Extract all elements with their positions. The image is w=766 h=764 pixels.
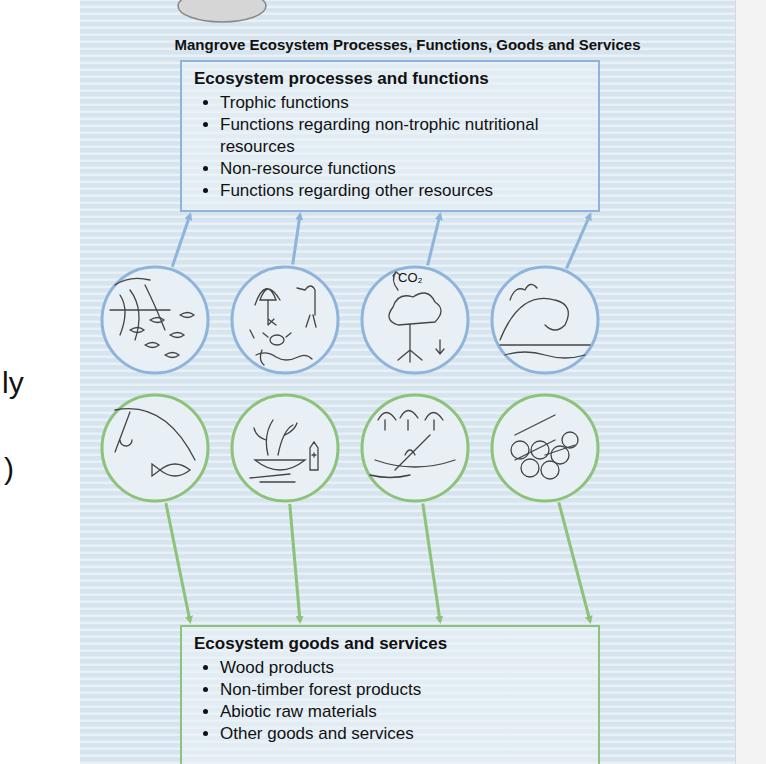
bullet-list: Trophic functionsFunctions regarding non… <box>194 92 588 202</box>
flow-arrow <box>172 215 190 267</box>
bullet-list: Wood productsNon-timber forest productsA… <box>194 657 588 745</box>
functions-box: Ecosystem processes and functionsTrophic… <box>180 60 600 212</box>
cut-off-text: ly <box>2 366 24 400</box>
co2-label: CO₂ <box>398 270 423 285</box>
bullet-item: Non-timber forest products <box>220 679 588 701</box>
flow-arrow <box>166 503 190 621</box>
bullet-item: Non-resource functions <box>220 158 588 180</box>
box-heading: Ecosystem processes and functions <box>194 68 588 90</box>
services-box: Ecosystem goods and servicesWood product… <box>180 625 600 764</box>
box-heading: Ecosystem goods and services <box>194 633 588 655</box>
bullet-item: Trophic functions <box>220 92 588 114</box>
bullet-item: Functions regarding other resources <box>220 180 588 202</box>
cut-off-text: ) <box>4 452 14 486</box>
flow-arrow <box>428 215 440 265</box>
flow-arrow <box>567 215 590 268</box>
flow-arrow <box>290 504 300 621</box>
flow-arrow <box>559 502 590 621</box>
diagram-title: Mangrove Ecosystem Processes, Functions,… <box>84 36 731 53</box>
side-margin <box>735 0 766 764</box>
flow-arrow <box>423 503 440 621</box>
flow-arrow <box>293 215 300 265</box>
bullet-item: Wood products <box>220 657 588 679</box>
bullet-item: Abiotic raw materials <box>220 701 588 723</box>
bullet-item: Functions regarding non-trophic nutritio… <box>220 114 588 158</box>
bullet-item: Other goods and services <box>220 723 588 745</box>
